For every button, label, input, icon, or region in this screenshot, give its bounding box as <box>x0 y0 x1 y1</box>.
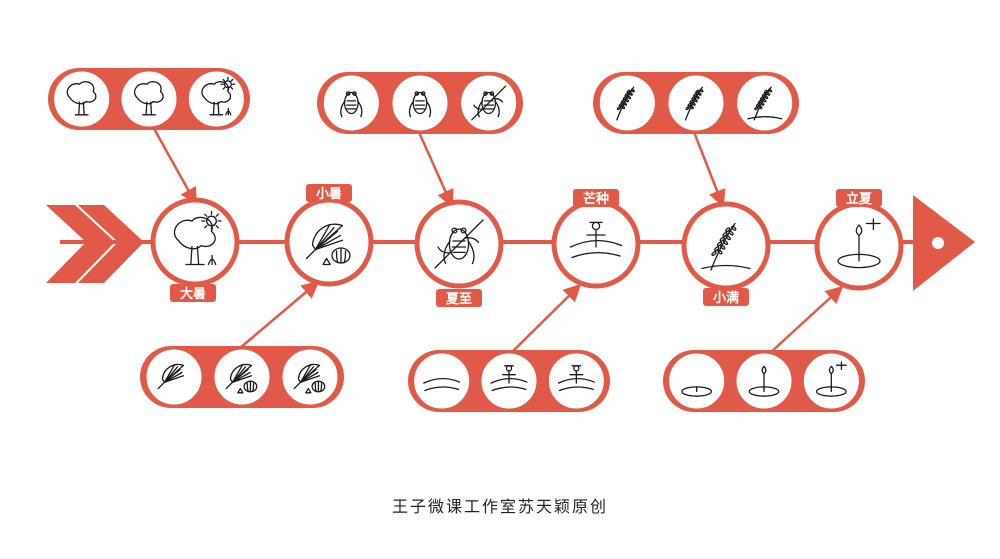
wheat-icon <box>599 75 655 131</box>
head-eye <box>932 237 944 249</box>
scarecrow-field-icon <box>548 353 604 409</box>
lotus-bud-icon <box>736 353 792 409</box>
connector-arrow <box>150 124 198 206</box>
fan-icon <box>146 349 202 405</box>
term-node: 小满 <box>681 201 771 306</box>
term-label: 小满 <box>713 290 739 306</box>
term-node-circle <box>681 201 771 291</box>
fan-watermelon-icon <box>305 223 351 266</box>
icon-group <box>140 346 344 408</box>
term-label: 大暑 <box>180 286 206 302</box>
term-label-box <box>306 184 352 202</box>
cicada-icon <box>392 75 448 131</box>
icon-group <box>663 350 865 412</box>
hill-icon <box>414 353 470 409</box>
tree-sun-icon <box>188 71 244 127</box>
icon-group <box>48 68 250 130</box>
scarecrow-icon <box>481 353 537 409</box>
tree-icon <box>54 71 110 127</box>
fan-watermelon-icon <box>282 349 338 405</box>
term-label-box <box>573 189 619 207</box>
lotus-leaf-icon <box>669 353 725 409</box>
fan-watermelon-icon <box>214 349 270 405</box>
term-label-box <box>436 289 482 307</box>
footer-caption: 王子微课工作室苏天颖原创 <box>391 497 608 516</box>
connector-arrow <box>769 285 844 354</box>
term-label: 立夏 <box>846 191 873 207</box>
tree-sun-icon <box>173 210 222 266</box>
connector-arrow <box>239 280 320 349</box>
icon-group <box>317 72 523 134</box>
tree-icon <box>121 71 177 127</box>
term-node: 立夏 <box>814 189 904 291</box>
cicada-icon <box>323 75 379 131</box>
term-label: 夏至 <box>445 292 472 307</box>
scarecrow-field-icon <box>569 221 623 259</box>
cicada-branch-icon <box>461 75 517 131</box>
connector-arrow <box>511 283 582 353</box>
term-node: 大暑 <box>150 197 240 302</box>
icon-group <box>593 72 799 134</box>
term-node: 夏至 <box>414 199 504 307</box>
term-node: 小暑 <box>284 184 374 287</box>
term-label-box <box>836 189 882 207</box>
lotus-dragonfly-icon <box>837 218 881 269</box>
connector-arrow <box>692 131 726 208</box>
tail-chevron <box>46 205 115 283</box>
term-node: 芒种 <box>551 189 641 289</box>
term-label: 芒种 <box>583 191 609 207</box>
cicada-branch-icon <box>434 219 484 269</box>
tail-chevron <box>78 205 144 283</box>
wheat-icon <box>668 75 724 131</box>
term-label-box <box>170 284 216 302</box>
icon-group <box>408 350 610 412</box>
term-label-box <box>703 288 749 306</box>
term-node-circle <box>150 197 240 287</box>
wheat-grain-icon <box>701 222 751 271</box>
connector-arrow <box>416 129 454 208</box>
term-label: 小暑 <box>316 187 342 202</box>
lotus-dragonfly-icon <box>803 353 859 409</box>
wheat-grain-icon <box>737 75 793 131</box>
